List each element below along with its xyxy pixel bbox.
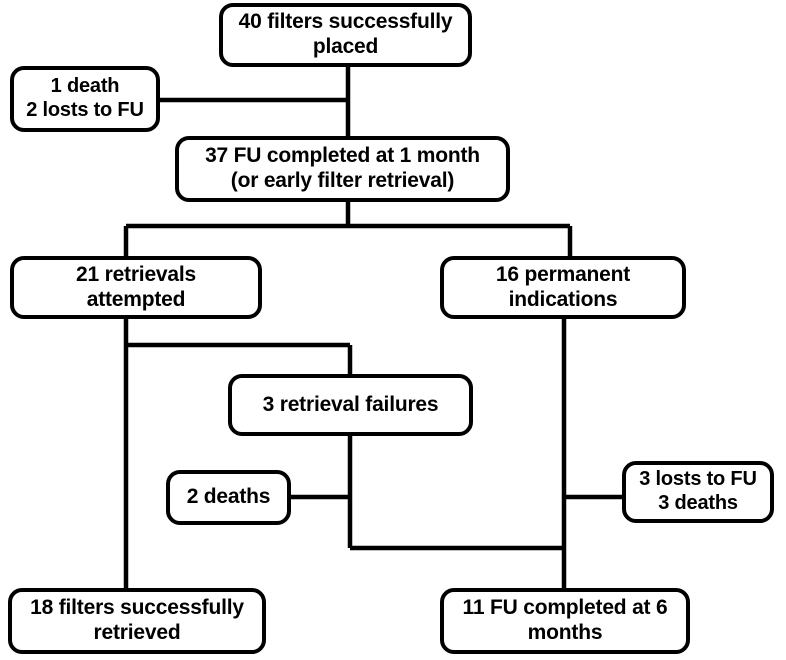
node-filters-retrieved: 18 filters successfully retrieved xyxy=(8,588,266,654)
node-loss-at-6-months: 3 losts to FU 3 deaths xyxy=(622,461,774,523)
node-filters-placed: 40 filters successfully placed xyxy=(219,3,472,67)
node-retrievals-attempted: 21 retrievals attempted xyxy=(10,256,262,319)
node-loss-at-1-month: 1 death 2 losts to FU xyxy=(10,66,160,132)
node-label: 40 filters successfully placed xyxy=(238,10,453,58)
node-label: 3 retrieval failures xyxy=(262,392,439,416)
node-fu-completed-1-month: 37 FU completed at 1 month (or early fil… xyxy=(175,136,510,202)
node-deaths-retrieval-arm: 2 deaths xyxy=(166,470,291,525)
node-label: 11 FU completed at 6 months xyxy=(462,596,668,644)
node-label: 2 deaths xyxy=(186,485,271,509)
node-retrieval-failures: 3 retrieval failures xyxy=(228,374,473,436)
node-label: 21 retrievals attempted xyxy=(76,262,196,311)
node-label: 16 permanent indications xyxy=(495,262,631,311)
node-label: 3 losts to FU 3 deaths xyxy=(639,468,757,514)
node-fu-completed-6-months: 11 FU completed at 6 months xyxy=(440,588,690,654)
node-label: 1 death 2 losts to FU xyxy=(26,75,144,121)
node-label: 18 filters successfully retrieved xyxy=(30,596,244,644)
node-label: 37 FU completed at 1 month (or early fil… xyxy=(205,144,480,192)
node-permanent-indications: 16 permanent indications xyxy=(440,256,686,319)
